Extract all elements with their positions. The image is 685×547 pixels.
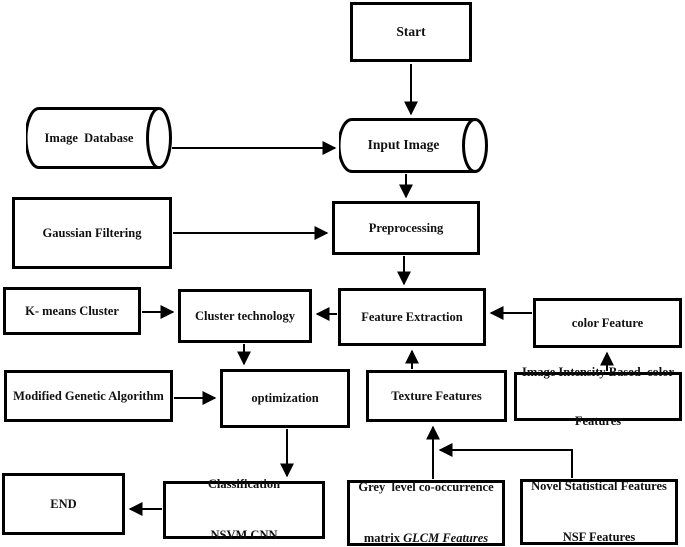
line2: NSVM CNN [210, 527, 278, 542]
node-end: END [2, 473, 125, 535]
node-image-intensity-color-features-label: Image Intensity Based color Features [522, 332, 674, 462]
node-k-means-cluster-label: K- means Cluster [25, 303, 119, 318]
node-end-label: END [50, 496, 77, 511]
node-image-database: Image Database [26, 107, 172, 169]
node-gaussian-filtering: Gaussian Filtering [12, 197, 172, 269]
line2-prefix: matrix [363, 530, 404, 545]
node-k-means-cluster: K- means Cluster [3, 287, 141, 335]
line2: Features [574, 413, 622, 428]
node-color-feature-label: color Feature [571, 315, 644, 330]
node-cluster-technology-label: Cluster technology [194, 308, 296, 323]
node-modified-genetic-algorithm-label: Modified Genetic Algorithm [13, 388, 164, 403]
line2-italic: GLCM Features [403, 530, 489, 545]
node-texture-features-label: Texture Features [391, 388, 482, 403]
line2: NSF Features [562, 529, 636, 544]
node-optimization: optimization [220, 369, 350, 428]
node-classification: Classification NSVM CNN [163, 477, 325, 542]
node-novel-statistical-features: Novel Statistical Features NSF Features [520, 479, 678, 545]
line1: Classification [207, 477, 281, 492]
node-modified-genetic-algorithm: Modified Genetic Algorithm [4, 370, 173, 422]
arrow-nsf-to-texture_features_branch [438, 443, 573, 478]
node-optimization-label: optimization [251, 391, 319, 406]
node-feature-extraction: Feature Extraction [338, 288, 486, 346]
cylinder-shape-icon [26, 107, 172, 169]
node-preprocessing: Preprocessing [332, 201, 480, 255]
node-glcm-features-label: Grey level co-occurrence matrix GLCM Fea… [358, 446, 493, 547]
node-texture-features: Texture Features [366, 370, 507, 422]
node-gaussian-filtering-label: Gaussian Filtering [42, 225, 142, 240]
node-glcm-features: Grey level co-occurrence matrix GLCM Fea… [347, 480, 505, 546]
node-image-intensity-color-features: Image Intensity Based color Features [514, 365, 682, 428]
node-classification-label: Classification NSVM CNN [208, 443, 280, 547]
node-input-image-label: Input Image [367, 137, 440, 153]
line2: matrix GLCM Features [358, 530, 493, 547]
line1: Image Intensity Based color [521, 365, 675, 379]
node-start: Start [350, 2, 472, 62]
line1: Grey level co-occurrence [358, 480, 494, 495]
node-preprocessing-label: Preprocessing [368, 220, 444, 235]
node-cluster-technology: Cluster technology [178, 289, 312, 343]
node-input-image: Input Image [339, 118, 488, 173]
line1: Novel Statistical Features [531, 479, 667, 494]
node-feature-extraction-label: Feature Extraction [361, 309, 463, 324]
node-image-database-label: Image Database [44, 130, 134, 145]
node-color-feature: color Feature [533, 298, 682, 348]
node-start-label: Start [396, 23, 426, 39]
node-novel-statistical-features-label: Novel Statistical Features NSF Features [531, 445, 667, 547]
cylinder-shape-icon [339, 118, 488, 173]
